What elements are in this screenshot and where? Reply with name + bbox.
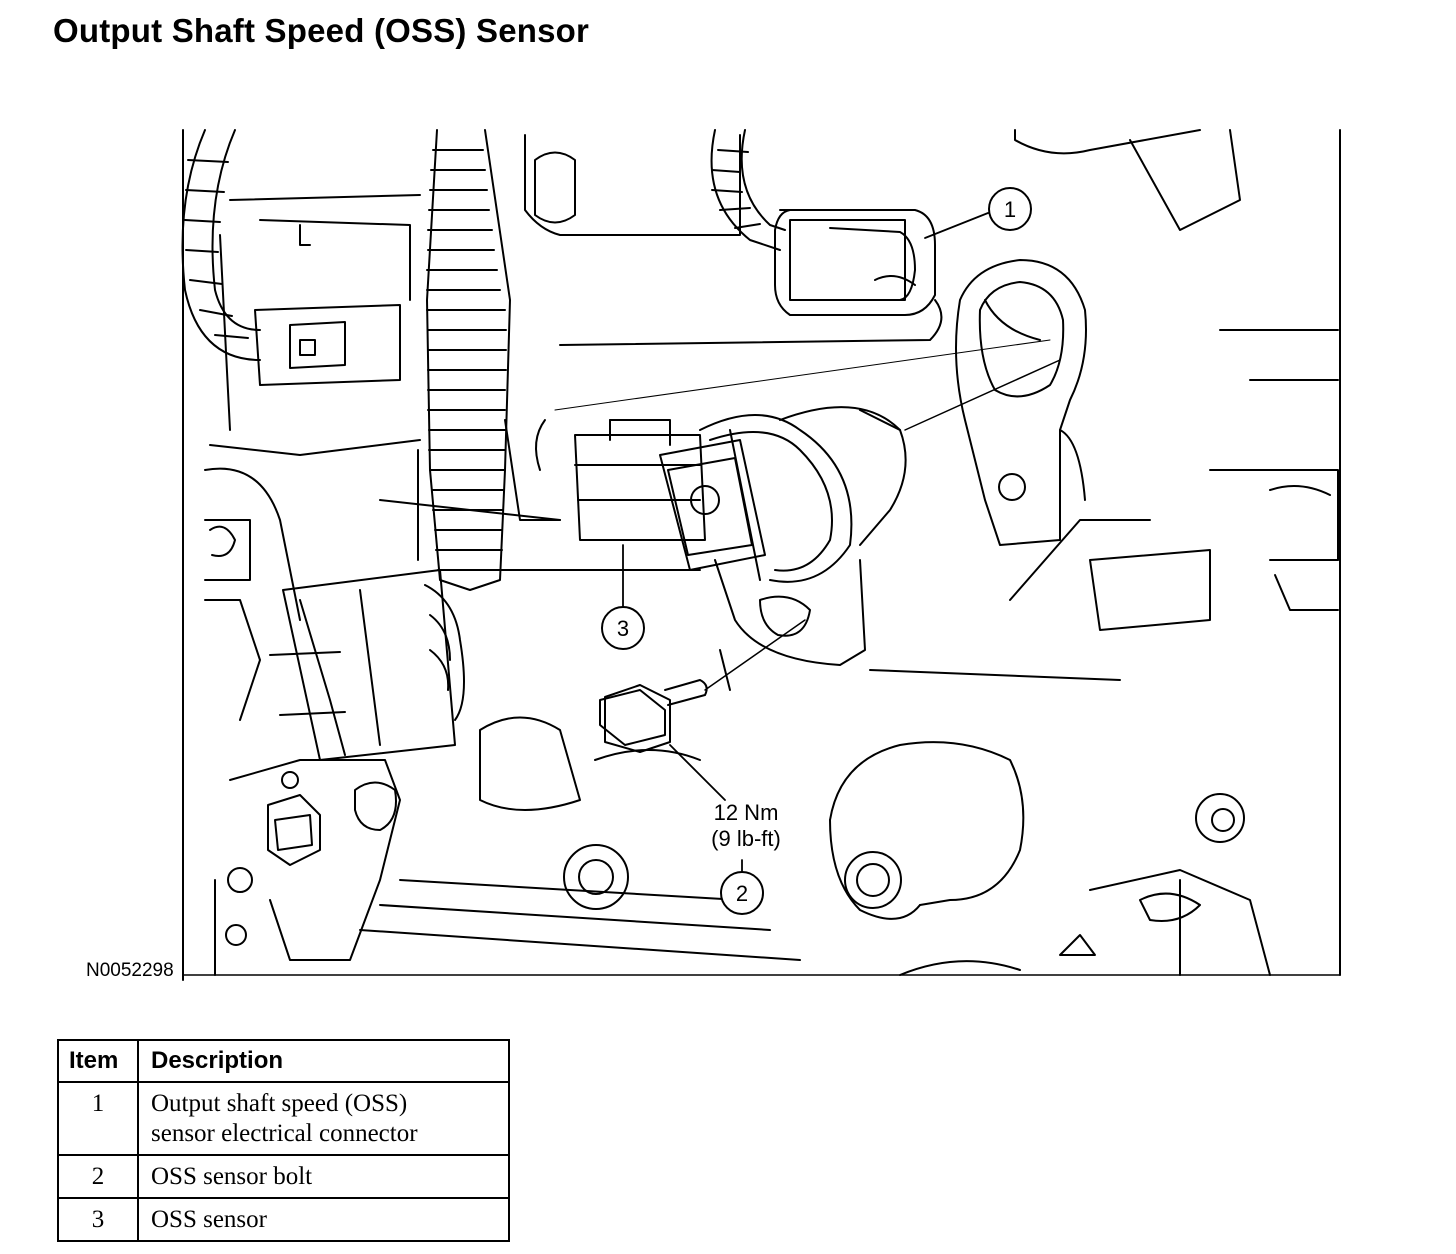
oss-sensor-body	[535, 339, 1061, 666]
oss-sensor-illustration: 1 2 3	[181, 129, 1341, 981]
legend-table: Item Description 1 Output shaft speed (O…	[57, 1039, 510, 1242]
lower-left-connector	[204, 467, 465, 976]
figure-id: N0052298	[86, 960, 174, 981]
page-title: Output Shaft Speed (OSS) Sensor	[53, 12, 590, 49]
legend-header-description: Description	[137, 1039, 510, 1083]
callout-2: 2	[720, 871, 764, 915]
legend-item-description: Output shaft speed (OSS) sensor electric…	[137, 1081, 510, 1156]
legend-item-number: 3	[57, 1197, 139, 1242]
legend-header-item: Item	[57, 1039, 139, 1083]
left-wire-harness	[181, 129, 411, 386]
legend-item-description: OSS sensor bolt	[137, 1154, 510, 1199]
lower-right-boss	[563, 741, 1245, 920]
legend-item-number: 2	[57, 1154, 139, 1199]
svg-text:1: 1	[1004, 197, 1016, 222]
legend-row: 3 OSS sensor	[57, 1197, 510, 1242]
torque-spec: 12 Nm (9 lb-ft)	[686, 800, 806, 852]
callout-3: 3	[601, 606, 645, 650]
svg-text:2: 2	[736, 881, 748, 906]
oss-sensor-bolt	[599, 619, 806, 753]
callout-1: 1	[988, 187, 1032, 231]
legend-item-description: OSS sensor	[137, 1197, 510, 1242]
legend-item-number: 1	[57, 1081, 139, 1156]
torque-imperial: (9 lb-ft)	[711, 826, 781, 851]
center-wire-harness	[417, 129, 561, 591]
leader-lines	[622, 212, 989, 872]
sensor-bore	[955, 259, 1087, 546]
legend-row: 1 Output shaft speed (OSS) sensor electr…	[57, 1081, 510, 1156]
transmission-case-outline	[182, 129, 1341, 981]
svg-text:3: 3	[617, 616, 629, 641]
torque-metric: 12 Nm	[713, 800, 779, 825]
oss-electrical-connector-1	[559, 129, 943, 346]
legend-header-row: Item Description	[57, 1039, 510, 1083]
legend-row: 2 OSS sensor bolt	[57, 1154, 510, 1199]
